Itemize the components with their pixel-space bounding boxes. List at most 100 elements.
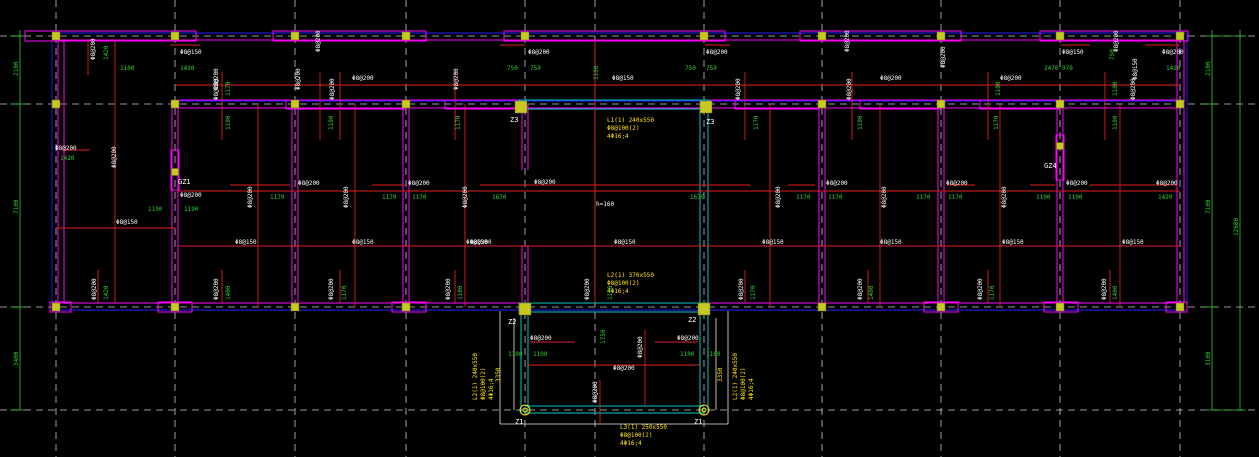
dim-left-3: 3400 <box>13 351 20 366</box>
dim-annex-left: 3350 <box>495 367 502 382</box>
span-length: 1170 <box>989 285 996 300</box>
column-marker <box>51 31 61 41</box>
rebar-callout: Φ8@200 <box>295 68 302 90</box>
span-length: 1100 <box>680 351 695 358</box>
rebar-callout: Φ8@200 <box>775 186 782 208</box>
beam-annotation-line: 4Φ16;4 <box>748 378 755 400</box>
column-marker <box>401 302 411 312</box>
beam-annotation-line: L2(1) 370x550 <box>607 272 654 279</box>
column-marker <box>401 99 411 109</box>
beam-tab <box>170 149 180 191</box>
rebar-callout: Φ8@150 <box>180 49 202 56</box>
column-marker <box>817 99 827 109</box>
beam-annotation-line: Φ8@100(2) <box>620 432 653 439</box>
annex-outline <box>499 311 729 425</box>
span-length: 1420 <box>1166 65 1181 72</box>
rebar-callout: Φ8@200 <box>55 145 77 152</box>
rebar-callout: Φ8@200 <box>329 78 336 100</box>
span-length: 1420 <box>103 45 110 60</box>
rebar-callout: Φ8@200 <box>637 336 644 358</box>
rebar-callout: Φ8@200 <box>881 186 888 208</box>
rebar-callout: Φ8@200 <box>180 192 202 199</box>
span-length: 1100 <box>508 351 523 358</box>
beam-annotations: L1(1) 240x550 Φ8@100(2) 4Φ16;4 L2(1) 370… <box>472 117 755 447</box>
span-length: 1100 <box>706 351 721 358</box>
dim-right-3: 3100 <box>1205 351 1212 366</box>
span-length: 1190 <box>1068 194 1083 201</box>
beam-tab <box>157 301 193 313</box>
dim-left-2: 7100 <box>13 199 20 214</box>
beam-tab <box>1039 30 1189 42</box>
dim-right-2: 7100 <box>1205 199 1212 214</box>
beam-tab <box>799 30 962 42</box>
beam-tab <box>272 30 427 42</box>
core-beams <box>518 99 710 414</box>
column-marker <box>817 302 827 312</box>
dim-right-1: 2100 <box>1205 61 1212 76</box>
rebar-callout: Φ8@200 <box>315 30 322 52</box>
column-marker <box>936 31 946 41</box>
rebar-callout: Φ8@150 <box>352 239 374 246</box>
span-length: 1170 <box>607 285 614 300</box>
beam-annotation-line: L2(1) 240x550 <box>472 353 479 400</box>
rebar-callout: Φ8@200 <box>706 49 728 56</box>
rebar-callout: Φ8@200 <box>940 46 947 68</box>
beam-annotation-line: 4Φ16;4 <box>488 378 495 400</box>
span-length: 1400 <box>225 285 232 300</box>
rebar-callouts: Φ8@200 Φ8@150 Φ8@200 Φ8@200 Φ8@200 Φ8@20… <box>55 30 1184 403</box>
column-tag: GZ4 <box>1044 162 1057 170</box>
beam-annotation-line: Φ8@100(2) <box>480 367 487 400</box>
rebar-callout: Φ8@150 <box>762 239 784 246</box>
column-round <box>519 404 531 416</box>
span-length: 2470 <box>1044 65 1059 72</box>
slab-thickness: h=160 <box>596 201 614 208</box>
column-marker <box>170 31 180 41</box>
rebar-lines <box>56 40 1180 425</box>
rebar-callout: Φ8@200 <box>247 186 254 208</box>
dim-annex-right: 3350 <box>717 367 724 382</box>
column-marker <box>290 302 300 312</box>
column-tag: Z1 <box>694 418 702 426</box>
dim-right-total: 12600 <box>1233 218 1240 236</box>
span-length: 750 <box>685 65 696 72</box>
rebar-callout: Φ8@200 <box>735 78 742 100</box>
column-tags: Z3 Z3 GZ1 GZ4 Z2 Z2 Z1 Z1 h=160 <box>178 116 1057 426</box>
rebar-callout: Φ8@200 <box>738 278 745 300</box>
column-round <box>698 404 710 416</box>
column-marker <box>520 31 530 41</box>
rebar-callout: Φ8@200 <box>534 179 556 186</box>
beam-tab <box>49 301 72 313</box>
rebar-callout: Φ8@200 <box>1162 49 1184 56</box>
rebar-callout: Φ8@200 <box>91 278 98 300</box>
span-length: 1170 <box>948 194 963 201</box>
span-length: 1670 <box>690 194 705 201</box>
beam-annotation-line: L2(1) 240x550 <box>732 353 739 400</box>
span-length: 1190 <box>184 206 199 213</box>
span-length: 1420 <box>60 155 75 162</box>
rebar-callout: Φ8@200 <box>844 30 851 52</box>
rebar-callout: Φ8@200 <box>213 78 220 100</box>
rebar-callout: Φ8@150 <box>1002 239 1024 246</box>
column-marker <box>1175 31 1185 41</box>
column-tag: Z3 <box>510 116 518 124</box>
span-length: 1100 <box>857 115 864 130</box>
rebar-callout: Φ8@200 <box>1113 30 1120 52</box>
span-length: 1100 <box>593 65 600 80</box>
rebar-callout: Φ8@200 <box>977 278 984 300</box>
column-tag: Z2 <box>688 316 696 324</box>
span-length: 750 <box>530 65 541 72</box>
rebar-callout: Φ8@200 <box>880 75 902 82</box>
rebar-callout: Φ8@200 <box>1130 78 1137 100</box>
rebar-callout: Φ8@200 <box>328 278 335 300</box>
span-length: 1100 <box>995 81 1002 96</box>
span-length: 1100 <box>457 285 464 300</box>
dimension-texts: 2100 7100 3400 2100 7100 3100 12600 3350… <box>13 61 1240 382</box>
column-marker <box>51 302 61 312</box>
column-marker <box>170 99 180 109</box>
beam-annotation-line: 4Φ16;4 <box>607 288 629 295</box>
column-round <box>522 407 528 413</box>
span-length: 1170 <box>993 115 1000 130</box>
span-length: 1420 <box>1158 194 1173 201</box>
column-tag: Z3 <box>706 118 714 126</box>
